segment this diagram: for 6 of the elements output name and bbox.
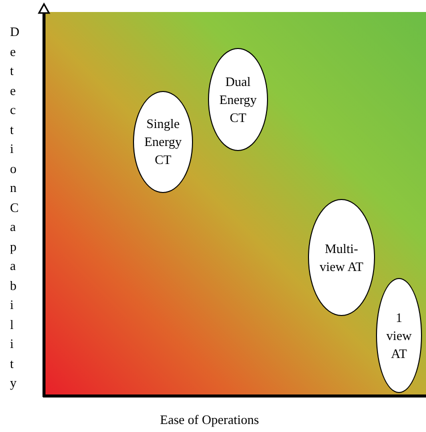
node-label: Dual Energy CT [218,72,258,126]
node-label: 1 view AT [385,308,413,362]
y-axis-title: Detection Capability [10,23,24,392]
node-label: Multi- view AT [318,240,364,276]
x-axis-title: Ease of Operations [160,411,259,429]
node-label: Single Energy CT [143,115,183,169]
